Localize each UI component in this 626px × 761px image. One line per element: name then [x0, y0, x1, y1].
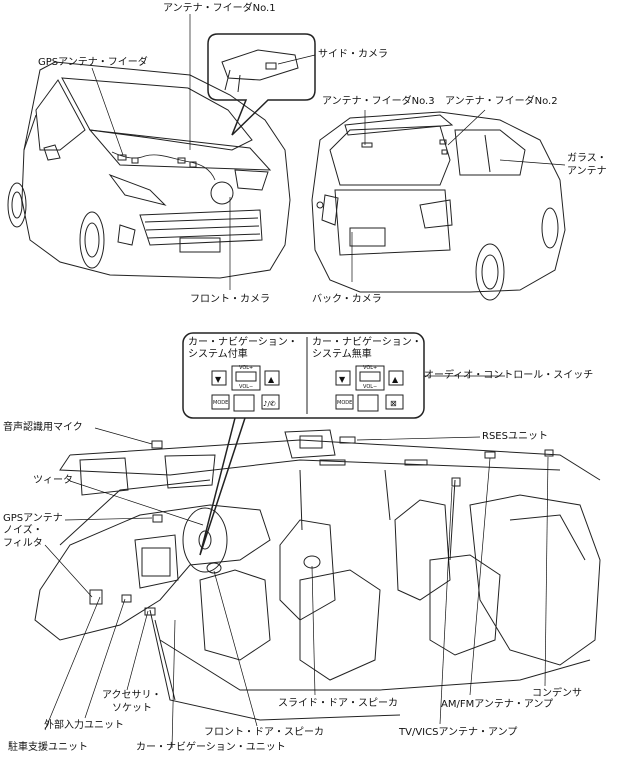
- label-accessory-socket-line1: アクセサリ・: [102, 690, 162, 701]
- label-audio-control-switch: オーディオ・コントロール・スイッチ: [424, 370, 594, 381]
- label-back-camera: バック・カメラ: [312, 294, 382, 305]
- label-condenser: コンデンサ: [532, 688, 582, 699]
- label-gps-antenna-feeder: GPSアンテナ・フイーダ: [38, 57, 148, 68]
- label-antenna-feeder-1: アンテナ・フイーダNo.1: [163, 3, 276, 14]
- down-arrow-icon-right: ▼: [339, 375, 346, 384]
- rear-car-drawing: [311, 111, 566, 301]
- label-glass-antenna-line1: ガラス・: [567, 153, 607, 164]
- audio-switch-panel-box: [182, 332, 425, 556]
- up-arrow-icon-right: ▲: [392, 375, 399, 384]
- label-accessory-socket-line2: ソケット: [112, 703, 152, 714]
- switch-panel-glyphs: ▼ ▲ ▼ ▲ ♪/✆ ⊠: [215, 375, 399, 408]
- label-slide-door-speaker: スライド・ドア・スピーカ: [278, 698, 398, 709]
- label-front-door-speaker: フロント・ドア・スピーカ: [204, 727, 324, 738]
- vol-up-text-right: VOL+: [363, 365, 377, 371]
- interior-drawing: [34, 429, 601, 721]
- label-antenna-feeder-3: アンテナ・フイーダNo.3: [322, 96, 435, 107]
- down-arrow-icon-left: ▼: [215, 375, 222, 384]
- label-gps-antenna: GPSアンテナ: [3, 513, 63, 524]
- label-noise-filter-line1: ノイズ・: [3, 525, 43, 536]
- mode-text-right: MODE: [337, 400, 352, 406]
- label-front-camera: フロント・カメラ: [190, 294, 270, 305]
- mode-text-left: MODE: [213, 400, 228, 406]
- vol-down-text-left: VOL−: [239, 384, 253, 390]
- label-side-camera: サイド・カメラ: [318, 49, 388, 60]
- label-with-nav-line1: カー・ナビゲーション・: [188, 337, 298, 348]
- label-without-nav-line2: システム無車: [312, 349, 372, 360]
- label-antenna-feeder-2: アンテナ・フイーダNo.2: [445, 96, 558, 107]
- switch-panel-text: VOL+ VOL− VOL+ VOL− MODE MODE: [213, 365, 377, 406]
- label-rses-unit: RSESユニット: [482, 431, 548, 442]
- talk-icon: ♪/✆: [263, 400, 276, 408]
- label-glass-antenna-line2: アンテナ: [567, 166, 607, 177]
- label-parking-assist: 駐車支援ユニット: [8, 742, 88, 753]
- label-tv-vics-amp: TV/VICSアンテナ・アンプ: [399, 727, 518, 738]
- label-with-nav-line2: システム付車: [188, 349, 248, 360]
- label-am-fm-amp: AM/FMアンテナ・アンプ: [441, 699, 554, 710]
- vol-up-text-left: VOL+: [239, 365, 253, 371]
- vol-down-text-right: VOL−: [363, 384, 377, 390]
- side-camera-callout: [207, 33, 316, 136]
- label-nav-unit: カー・ナビゲーション・ユニット: [136, 742, 286, 753]
- up-arrow-icon-left: ▲: [268, 375, 275, 384]
- label-without-nav-line1: カー・ナビゲーション・: [312, 337, 422, 348]
- label-external-input: 外部入力ユニット: [44, 720, 124, 731]
- label-voice-mic: 音声認識用マイク: [3, 422, 83, 433]
- label-tweeter: ツィータ: [33, 475, 73, 486]
- front-car-drawing: [7, 61, 291, 279]
- label-noise-filter-line2: フィルタ: [3, 538, 43, 549]
- mute-icon: ⊠: [390, 399, 397, 408]
- leader-lines: [44, 14, 566, 749]
